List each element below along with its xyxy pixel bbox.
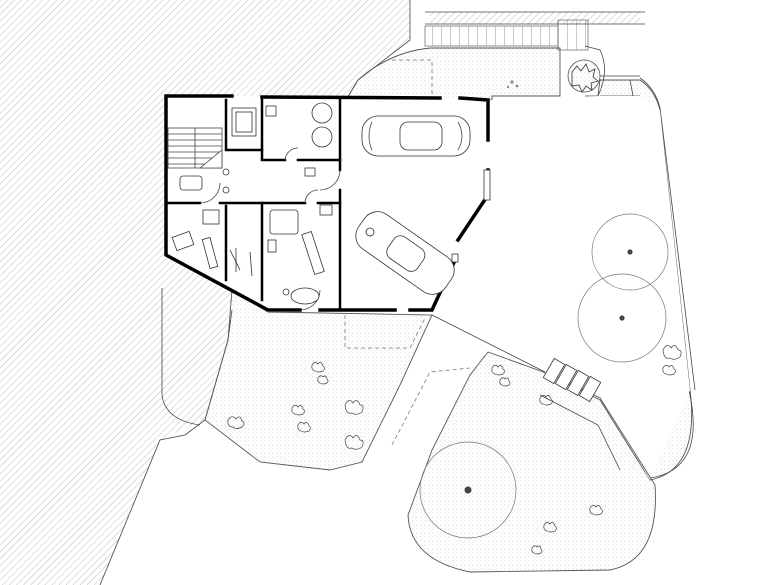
driveway-dash-3 xyxy=(392,59,433,100)
east-lawn-border xyxy=(629,79,694,479)
southwest-lawn xyxy=(204,289,433,471)
door-swings xyxy=(199,147,341,311)
shrub-clumps xyxy=(227,345,682,555)
stair xyxy=(167,127,223,169)
washing-machine xyxy=(311,102,333,148)
property-line xyxy=(161,288,201,426)
tree-symbol-icon xyxy=(419,213,669,539)
bush-icon xyxy=(506,80,519,89)
hall-fixtures xyxy=(222,167,333,216)
fitness-fixtures xyxy=(267,209,325,305)
north-shrub-icon xyxy=(567,59,601,93)
road-strip-hatch xyxy=(430,12,640,24)
terrain-hatch xyxy=(0,0,410,585)
car-top xyxy=(361,115,471,157)
garage-window-marks xyxy=(451,169,491,263)
east-lawn-border-2 xyxy=(639,77,696,391)
southeast-lawn xyxy=(407,351,656,573)
car-bottom xyxy=(355,211,455,295)
driveway-line xyxy=(431,314,546,373)
side-steps xyxy=(557,19,589,51)
forecourt xyxy=(430,96,690,480)
interior-walls xyxy=(166,95,342,310)
parking-blocks xyxy=(542,357,602,403)
terrace-edge xyxy=(539,394,621,471)
workshop-fixtures xyxy=(171,175,253,277)
entry-steps xyxy=(424,25,559,47)
bathroom-fixtures xyxy=(231,105,277,137)
driveway-dash-1 xyxy=(344,315,426,349)
north-lawn xyxy=(345,47,561,101)
